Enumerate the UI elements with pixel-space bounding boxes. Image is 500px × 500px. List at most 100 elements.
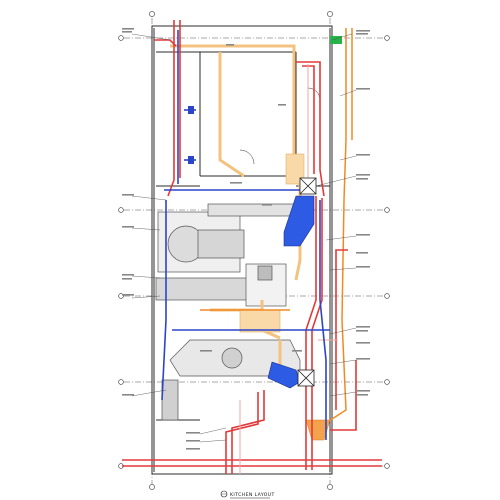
tag-mark bbox=[356, 326, 370, 328]
tag-mark bbox=[356, 330, 368, 332]
duct-section bbox=[197, 229, 245, 259]
leader-line bbox=[339, 155, 357, 161]
drawing-title-block: KITCHEN LAYOUT bbox=[220, 490, 275, 499]
tag-mark bbox=[122, 194, 134, 196]
leader-line bbox=[329, 391, 357, 397]
supply-pipe bbox=[225, 392, 259, 474]
circle-marker-icon bbox=[118, 379, 124, 385]
blue-ducts bbox=[267, 195, 315, 389]
tag-mark bbox=[292, 350, 302, 352]
supply-pipe bbox=[231, 390, 265, 474]
green-device bbox=[330, 36, 342, 44]
supply-pipe bbox=[296, 61, 325, 197]
leader-line bbox=[199, 427, 227, 435]
circle-marker-icon bbox=[118, 207, 124, 213]
equipment-round bbox=[221, 347, 243, 369]
duct-run bbox=[218, 52, 245, 178]
supply-pipe bbox=[302, 65, 315, 174]
tag-mark bbox=[186, 440, 200, 442]
duct-bend bbox=[285, 153, 305, 185]
tag-mark bbox=[122, 294, 134, 296]
circle-marker-icon bbox=[384, 463, 390, 469]
leader-line bbox=[329, 267, 357, 271]
supply-pipe bbox=[335, 249, 348, 410]
outer-wall bbox=[151, 25, 333, 475]
leader-line bbox=[131, 33, 171, 41]
tag-mark bbox=[356, 394, 368, 396]
circle-marker-icon bbox=[149, 11, 155, 17]
tag-mark bbox=[122, 226, 134, 228]
tag-mark bbox=[278, 104, 286, 106]
leader-line bbox=[131, 275, 161, 279]
tag-mark bbox=[200, 350, 212, 352]
valve-icon bbox=[188, 106, 194, 114]
leader-line bbox=[329, 327, 357, 335]
tag-mark bbox=[186, 432, 200, 434]
leaders bbox=[131, 33, 357, 443]
hood-duct-upper bbox=[207, 203, 295, 217]
tag-mark bbox=[356, 252, 368, 254]
leader-line bbox=[131, 389, 167, 397]
grid-markers bbox=[118, 11, 390, 490]
tag-mark bbox=[356, 342, 370, 344]
leader-line bbox=[131, 295, 161, 299]
leader-line bbox=[315, 175, 357, 187]
circle-marker-icon bbox=[327, 484, 333, 490]
return-pipe bbox=[319, 200, 327, 440]
door-swing bbox=[239, 149, 255, 165]
circle-marker-icon bbox=[118, 35, 124, 41]
tan-duct-fills bbox=[239, 153, 305, 333]
equipment-line bbox=[155, 277, 253, 301]
leader-line bbox=[131, 227, 161, 231]
tag-mark bbox=[122, 278, 132, 280]
leader-line bbox=[329, 359, 357, 365]
tag-mark bbox=[122, 31, 132, 33]
duct-bend bbox=[239, 309, 281, 333]
tag-mark bbox=[356, 266, 370, 268]
supply-duct bbox=[283, 195, 315, 247]
tag-mark bbox=[356, 88, 370, 90]
valve-icon bbox=[188, 156, 194, 164]
orange-lines bbox=[200, 28, 353, 429]
red-lines bbox=[122, 20, 382, 474]
x-box-icon bbox=[299, 177, 317, 195]
valves bbox=[188, 106, 194, 164]
equipment-line-lower bbox=[161, 379, 179, 421]
tag-mark bbox=[356, 178, 368, 180]
supply-pipe bbox=[330, 360, 357, 431]
return-pipe bbox=[161, 200, 167, 401]
air-devices bbox=[297, 177, 317, 387]
circle-marker-icon bbox=[149, 484, 155, 490]
circle-marker-icon bbox=[327, 11, 333, 17]
tag-mark bbox=[186, 448, 200, 450]
drawing-title: KITCHEN LAYOUT bbox=[230, 492, 275, 498]
tag-mark bbox=[262, 204, 272, 206]
circle-marker-icon bbox=[384, 379, 390, 385]
circle-marker-icon bbox=[384, 293, 390, 299]
tag-mark bbox=[356, 174, 370, 176]
tag-mark bbox=[122, 28, 134, 30]
pink-lines bbox=[239, 64, 338, 474]
equipment-block bbox=[257, 265, 273, 281]
tag-mark bbox=[122, 274, 134, 276]
tag-mark bbox=[356, 358, 370, 360]
tag-mark bbox=[122, 394, 134, 396]
circle-marker-icon bbox=[384, 207, 390, 213]
tag-mark bbox=[356, 33, 368, 35]
tag-mark bbox=[356, 154, 370, 156]
pipe-run bbox=[317, 28, 347, 429]
blue-lines bbox=[161, 30, 330, 440]
circle-marker-icon bbox=[384, 35, 390, 41]
tag-mark bbox=[230, 182, 242, 184]
tags bbox=[122, 28, 370, 450]
supply-pipe bbox=[311, 198, 323, 470]
leader-line bbox=[331, 33, 353, 41]
leader-line bbox=[325, 235, 357, 241]
leader-line bbox=[131, 195, 167, 201]
tag-mark bbox=[356, 390, 370, 392]
supply-duct bbox=[267, 361, 301, 389]
x-box-icon bbox=[297, 369, 315, 387]
tag-mark bbox=[356, 30, 370, 32]
